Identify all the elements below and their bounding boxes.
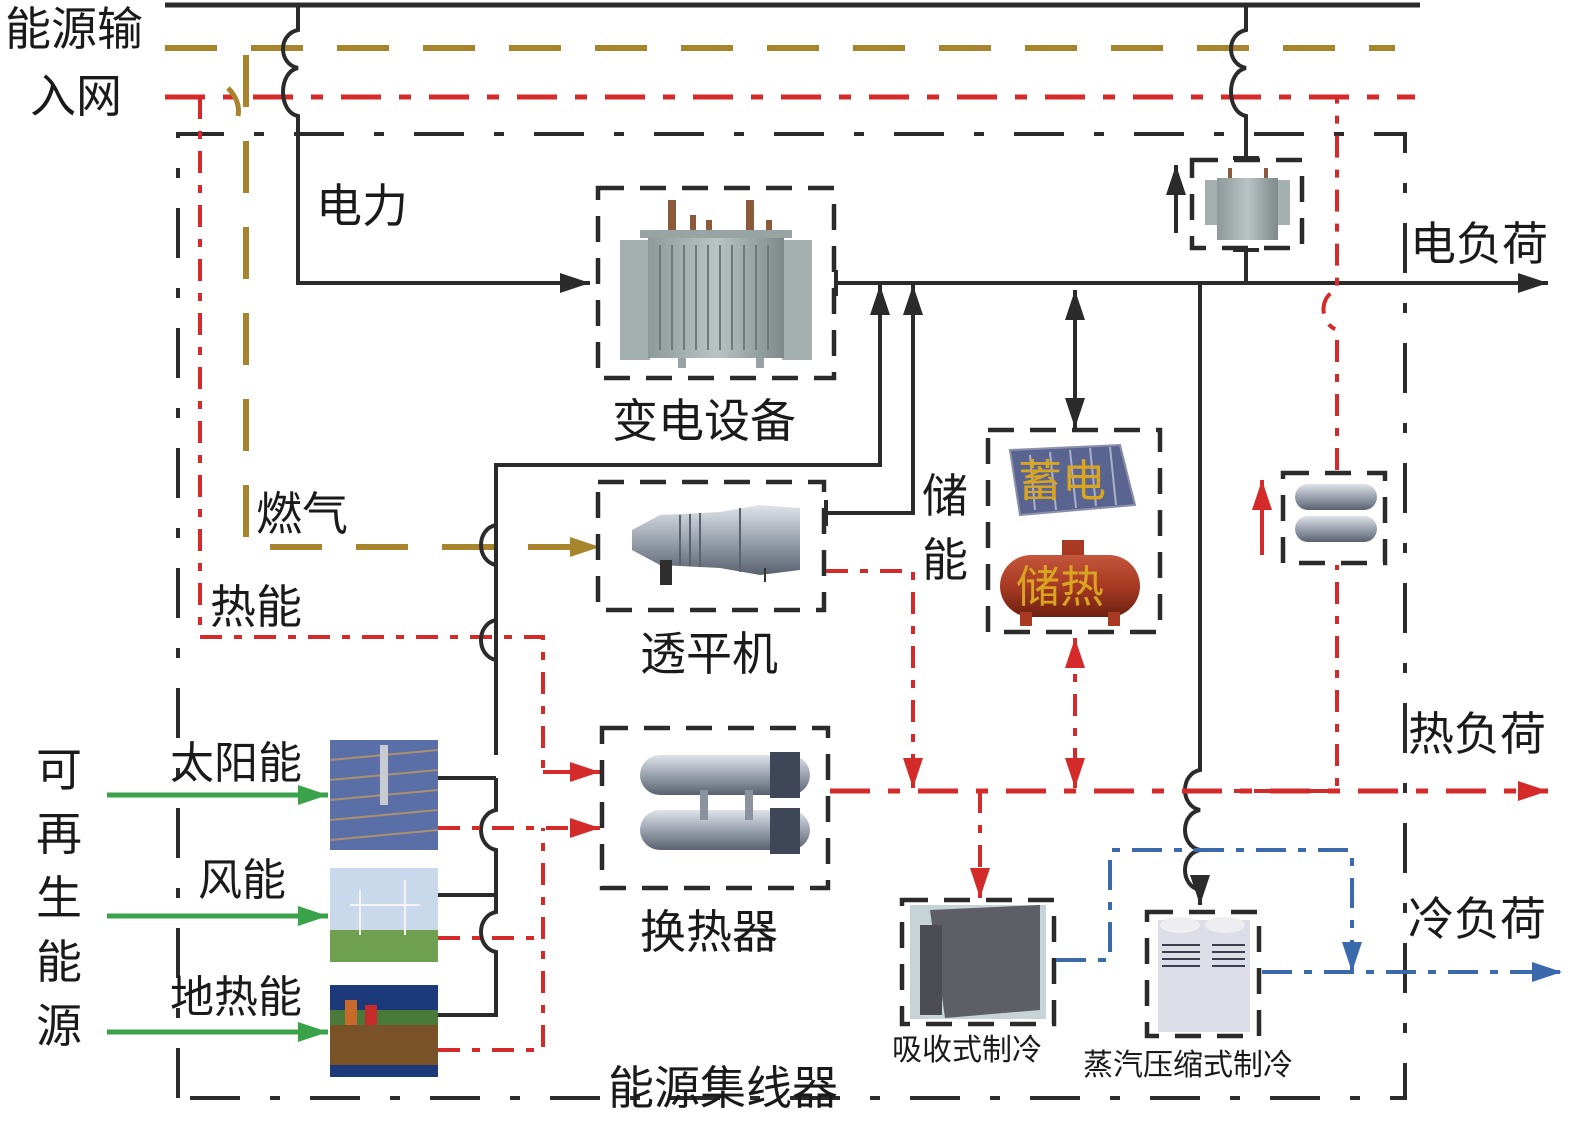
- secondary-heat-exchanger-icon: [1295, 484, 1377, 510]
- vapor-compression-chiller-box: [1144, 909, 1262, 1039]
- energy-hub-label: 能源集线器: [608, 1061, 838, 1115]
- heat-label: 热能: [210, 580, 302, 634]
- wind-label: 风能: [198, 855, 286, 906]
- heat-exchanger-unit: [599, 725, 831, 891]
- absorption-chiller-box: [899, 897, 1057, 1027]
- secondary-transformer-box: [1189, 157, 1305, 251]
- solar-label: 太阳能: [170, 738, 302, 789]
- vapor-compression-chiller-unit: [1144, 909, 1262, 1039]
- heat-riser-right: [1200, 565, 1339, 793]
- secondary-transformer-feed: [1229, 5, 1248, 160]
- heat-load-label: 热负荷: [1408, 707, 1546, 761]
- storage-box: [985, 427, 1163, 635]
- transformer-icon: [620, 200, 812, 368]
- secondary-heat-exchanger-box: [1280, 470, 1388, 566]
- input-grid-lines: [165, 2, 1420, 100]
- heat-exchanger-box: [599, 725, 831, 891]
- absorption-chiller-icon: [910, 905, 1046, 1019]
- geothermal-electric-link: [438, 778, 498, 1017]
- heat-storage-tank-icon: [1000, 540, 1140, 626]
- turbine-box: [595, 479, 827, 613]
- wind-unit: [330, 868, 438, 962]
- energy-hub-boundary: [176, 132, 1407, 1100]
- storage-label-2: 能: [922, 533, 968, 587]
- renewable-label-2: 再: [36, 807, 82, 861]
- gas-label: 燃气: [256, 487, 348, 541]
- turbine-heat-link: [826, 569, 915, 788]
- storage-label-1: 储: [922, 469, 968, 523]
- heat-storage-label: 储热: [1016, 562, 1104, 613]
- secondary-transformer-icon: [1217, 178, 1278, 240]
- turbine-electric-link: [826, 285, 923, 515]
- heat-grid-right-feed: [1321, 97, 1339, 470]
- heat-exchanger-label: 换热器: [640, 905, 778, 959]
- chiller-electric-feed: [1183, 283, 1210, 905]
- battery-icon: [1008, 443, 1137, 517]
- renewable-label-3: 生: [36, 871, 82, 925]
- turbine-icon: [632, 505, 800, 585]
- solar-unit: [329, 740, 439, 850]
- geothermal-heat-link: [438, 828, 545, 1052]
- electric-load-label: 电负荷: [1410, 217, 1548, 271]
- transformer-box: [595, 185, 837, 381]
- secondary-heat-exchanger-unit: [1280, 470, 1388, 566]
- transformer-label: 变电设备: [612, 394, 796, 448]
- vapor-compression-chiller-icon: [1158, 917, 1250, 1032]
- turbine-unit: [595, 479, 827, 613]
- input-grid-label-1: 能源输: [5, 2, 143, 56]
- electric-feed-line: [281, 5, 590, 293]
- vapor-compression-chiller-label: 蒸汽压缩式制冷: [1083, 1048, 1293, 1083]
- turbine-label: 透平机: [640, 627, 778, 681]
- battery-label: 蓄电: [1018, 456, 1106, 507]
- renewable-label-1: 可: [36, 743, 82, 797]
- absorption-chiller-unit: [899, 897, 1057, 1027]
- storage-unit: 蓄电 储热: [985, 427, 1163, 635]
- absorption-chiller-label: 吸收式制冷: [892, 1033, 1042, 1068]
- heat-exchanger-icon: [640, 752, 810, 854]
- secondary-transformer-unit: [1189, 157, 1305, 251]
- renewable-label-4: 能: [36, 935, 82, 989]
- absorption-cold-link: [1056, 848, 1354, 972]
- geothermal-label: 地热能: [170, 972, 302, 1023]
- input-grid-label-2: 入网: [30, 69, 122, 123]
- renewable-label-5: 源: [36, 999, 82, 1053]
- geothermal-unit: [330, 985, 438, 1077]
- transformer-unit: [595, 185, 837, 381]
- electricity-label: 电力: [316, 179, 408, 233]
- cooling-load-label: 冷负荷: [1408, 892, 1546, 946]
